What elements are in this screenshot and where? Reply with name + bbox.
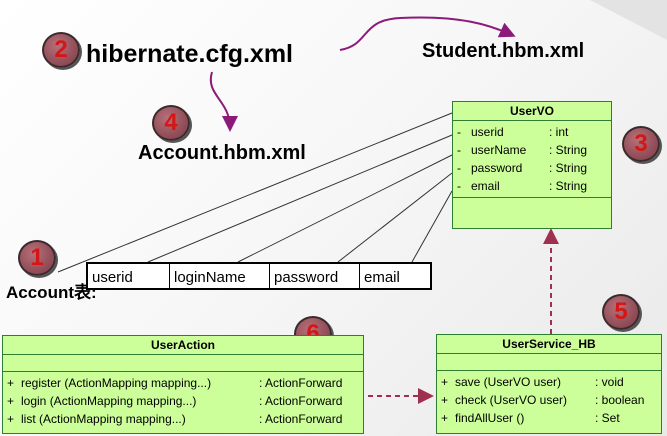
attr-name: password <box>471 161 523 175</box>
map-line-uservo <box>57 112 453 273</box>
method-signature: save (UserVO user) <box>455 375 562 389</box>
visibility: - <box>457 161 461 175</box>
uservo-class: UserVO - userid : int - userName : Strin… <box>452 101 612 229</box>
map-line-email <box>411 190 453 263</box>
attr-name: userid <box>471 125 504 139</box>
useraction-title: UserAction <box>3 336 363 355</box>
map-line-userid <box>147 134 453 263</box>
map-line-password <box>337 172 453 263</box>
useraction-method-row: + register (ActionMapping mapping...) : … <box>7 374 359 392</box>
method-return: : void <box>595 375 624 389</box>
cfg-label: hibernate.cfg.xml <box>86 40 293 68</box>
account-hbm-label: Account.hbm.xml <box>138 142 306 164</box>
userservice-title: UserService_HB <box>437 335 661 354</box>
attr-name: email <box>471 179 500 193</box>
badge-1: 1 <box>18 240 56 276</box>
userservice-method-row: + findAllUser () : Set <box>441 409 657 427</box>
attr-type: : String <box>549 179 588 193</box>
uservo-operations <box>453 197 611 198</box>
method-return: : Set <box>595 411 620 425</box>
userservice-attributes <box>437 354 661 370</box>
method-return: : ActionForward <box>259 412 343 426</box>
uservo-attributes: - userid : int - userName : String - pas… <box>453 121 611 197</box>
visibility: + <box>7 376 15 390</box>
method-signature: login (ActionMapping mapping...) <box>21 394 197 408</box>
badge-2: 2 <box>42 32 80 68</box>
attr-name: userName <box>471 143 527 157</box>
useraction-class: UserAction + register (ActionMapping map… <box>2 335 364 434</box>
userservice-methods: + save (UserVO user) : void + check (Use… <box>437 370 661 429</box>
account-table: userid loginName password email <box>86 262 432 290</box>
visibility: - <box>457 125 461 139</box>
visibility: + <box>7 412 15 426</box>
uservo-attr-row: - password : String <box>457 159 607 177</box>
method-return: : ActionForward <box>259 376 343 390</box>
map-line-username <box>237 154 453 263</box>
badge-5: 5 <box>602 294 640 330</box>
userservice-class: UserService_HB + save (UserVO user) : vo… <box>436 334 662 434</box>
visibility: + <box>7 394 15 408</box>
useraction-attributes <box>3 355 363 371</box>
userservice-method-row: + check (UserVO user) : boolean <box>441 391 657 409</box>
userservice-method-row: + save (UserVO user) : void <box>441 373 657 391</box>
uservo-attr-row: - email : String <box>457 177 607 195</box>
method-signature: check (UserVO user) <box>455 393 568 407</box>
column-email: email <box>364 269 400 286</box>
method-signature: findAllUser () <box>455 411 525 425</box>
useraction-method-row: + login (ActionMapping mapping...) : Act… <box>7 392 359 410</box>
uservo-attr-row: - userid : int <box>457 123 607 141</box>
uservo-title: UserVO <box>453 102 611 121</box>
useraction-method-row: + list (ActionMapping mapping...) : Acti… <box>7 410 359 428</box>
method-signature: list (ActionMapping mapping...) <box>21 412 186 426</box>
badge-4: 4 <box>152 105 190 141</box>
corner-decoration <box>590 0 667 40</box>
arrow-cfg-to-student <box>339 16 516 51</box>
method-return: : ActionForward <box>259 394 343 408</box>
visibility: - <box>457 179 461 193</box>
attr-type: : int <box>549 125 569 139</box>
method-signature: register (ActionMapping mapping...) <box>21 376 212 390</box>
arrow-cfg-to-account <box>209 71 238 132</box>
account-table-label: Account表: <box>6 283 97 302</box>
visibility: + <box>441 393 449 407</box>
visibility: + <box>441 375 449 389</box>
uservo-attr-row: - userName : String <box>457 141 607 159</box>
useraction-methods: + register (ActionMapping mapping...) : … <box>3 371 363 430</box>
visibility: + <box>441 411 449 425</box>
column-loginname: loginName <box>170 264 270 288</box>
method-return: : boolean <box>595 393 645 407</box>
attr-type: : String <box>549 143 588 157</box>
visibility: - <box>457 143 461 157</box>
attr-type: : String <box>549 161 588 175</box>
column-password: password <box>270 264 360 288</box>
badge-3: 3 <box>622 126 660 162</box>
column-userid: userid <box>88 264 170 288</box>
student-label: Student.hbm.xml <box>422 40 585 62</box>
